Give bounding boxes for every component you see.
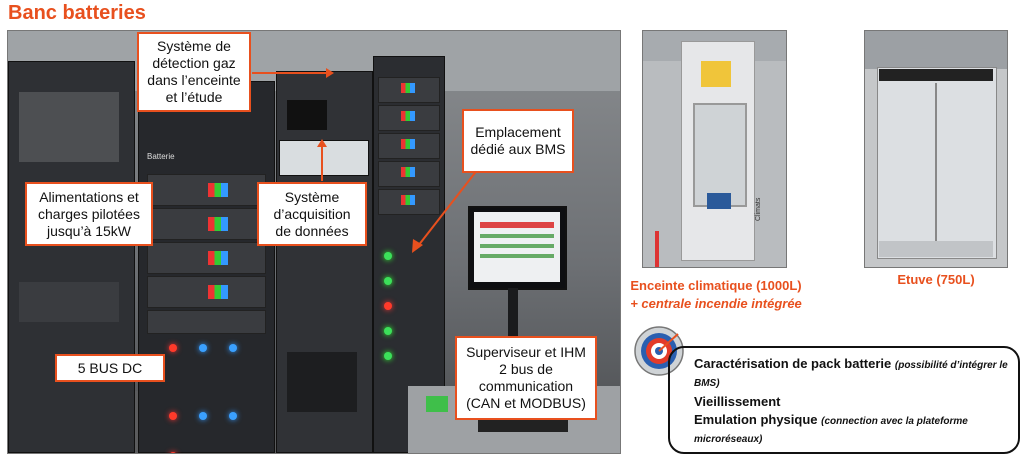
feature-item: Caractérisation de pack batterie (possib… — [694, 356, 1008, 389]
supervisor-monitor — [468, 206, 567, 290]
lab-photo: Batterie — [7, 30, 621, 454]
oven-caption: Etuve (750L) — [897, 272, 975, 287]
acquisition-rack — [276, 71, 373, 453]
chamber-caption-line2: + centrale incendie intégrée — [630, 296, 802, 311]
page-title: Banc batteries — [8, 2, 146, 24]
climatic-chamber-photo: Climats — [642, 30, 787, 268]
oven-photo — [864, 30, 1008, 268]
features-box: Caractérisation de pack batterie (possib… — [668, 346, 1020, 454]
callout-gas-detection: Système de détection gaz dans l’enceinte… — [137, 32, 251, 112]
feature-item: Vieillissement — [694, 394, 781, 409]
callout-acquisition: Système d’acquisition de données — [257, 182, 367, 246]
rack-label: Batterie — [147, 152, 175, 161]
callout-bms-location: Emplacement dédié aux BMS — [462, 109, 574, 173]
callout-power-supplies: Alimentations et charges pilotées jusqu’… — [25, 182, 153, 246]
callout-dc-bus: 5 BUS DC — [55, 354, 165, 382]
chamber-caption-line1: Enceinte climatique (1000L) — [630, 278, 802, 293]
feature-item: Emulation physique (connection avec la p… — [694, 412, 968, 445]
power-rack: Batterie — [138, 81, 275, 453]
chamber-label: Climats — [755, 197, 762, 221]
callout-arrows — [252, 68, 479, 253]
callout-supervisor: Superviseur et IHM 2 bus de communicatio… — [455, 336, 597, 420]
